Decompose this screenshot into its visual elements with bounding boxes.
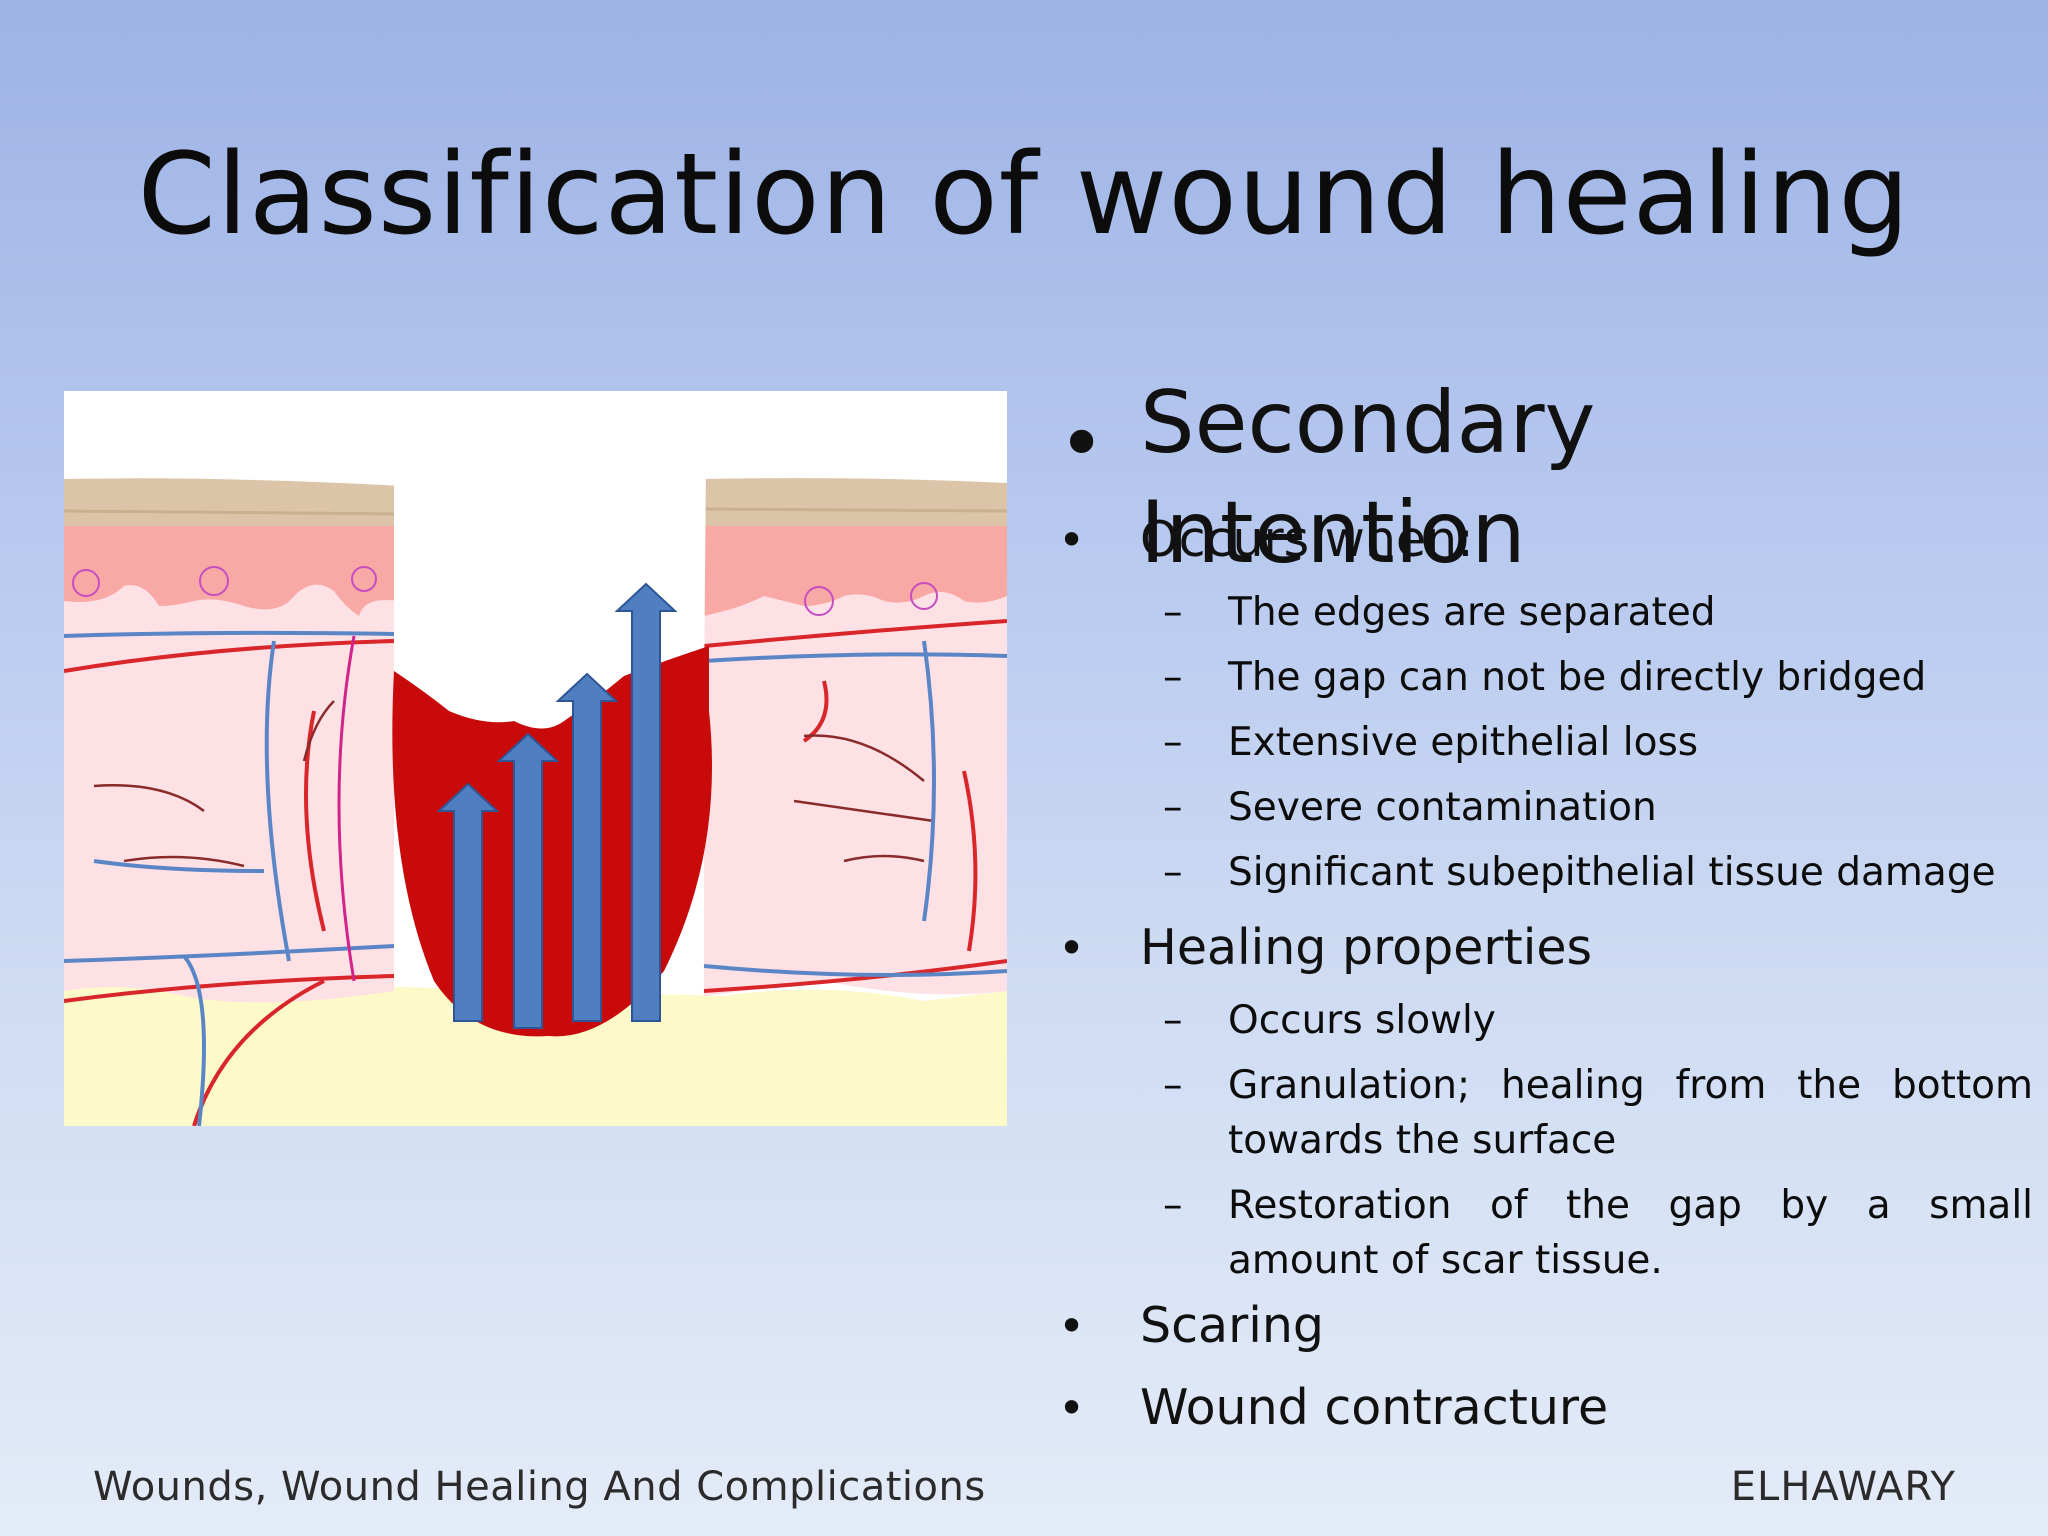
dash-icon: – xyxy=(1163,720,1183,765)
dash-icon: – xyxy=(1163,1063,1183,1108)
slide-title: Classification of wound healing xyxy=(137,130,1911,260)
bullet-icon: • xyxy=(1058,1299,1086,1353)
arrow-4 xyxy=(614,582,678,1022)
footer-course-title: Wounds, Wound Healing And Complications xyxy=(93,1464,986,1510)
healing-item: Granulation; healing from the bottom tow… xyxy=(1228,1063,2033,1163)
wound-contracture-label: Wound contracture xyxy=(1140,1379,1609,1436)
arrow-2 xyxy=(496,732,560,1029)
dash-icon: – xyxy=(1163,850,1183,895)
healing-direction-arrows xyxy=(436,582,678,1029)
scaring-label: Scaring xyxy=(1140,1297,1324,1354)
healing-properties-label: Healing properties xyxy=(1140,919,1593,976)
dash-icon: – xyxy=(1163,785,1183,830)
bullet-icon: • xyxy=(1058,513,1086,567)
wound-healing-diagram xyxy=(64,391,1007,1126)
dash-icon: – xyxy=(1163,655,1183,700)
fat-layer xyxy=(64,986,1007,1126)
healing-item: Restoration of the gap by a small amount… xyxy=(1228,1183,2033,1283)
dash-icon: – xyxy=(1163,1183,1183,1228)
bullet-icon: • xyxy=(1058,1381,1086,1435)
arrow-1 xyxy=(436,782,500,1022)
epidermis-left xyxy=(64,526,399,616)
footer-author: ELHAWARY xyxy=(1730,1464,1956,1510)
healing-item: Occurs slowly xyxy=(1228,998,1496,1043)
bullet-icon: • xyxy=(1058,397,1106,490)
dash-icon: – xyxy=(1163,998,1183,1043)
occurs-item: Significant subepithelial tissue damage xyxy=(1228,850,1996,895)
occurs-item: Extensive epithelial loss xyxy=(1228,720,1699,765)
bullet-icon: • xyxy=(1058,921,1086,975)
occurs-item: The edges are separated xyxy=(1228,590,1716,635)
wound-healing-secondary-intention-icon xyxy=(64,461,1007,1126)
stratum-left xyxy=(64,478,404,526)
epidermis-right xyxy=(704,526,1007,616)
arrow-3 xyxy=(555,672,619,1022)
occurs-item: Severe contamination xyxy=(1228,785,1657,830)
heading-secondary-intention: Secondary Intention xyxy=(1140,373,1596,583)
occurs-item: The gap can not be directly bridged xyxy=(1228,655,1927,700)
occurs-when-label: Occurs when: xyxy=(1140,511,1474,568)
dash-icon: – xyxy=(1163,590,1183,635)
dermis-right xyxy=(704,571,1007,996)
stratum-right xyxy=(704,478,1007,526)
dermis-left xyxy=(64,571,394,1003)
wound-gap xyxy=(394,461,706,741)
